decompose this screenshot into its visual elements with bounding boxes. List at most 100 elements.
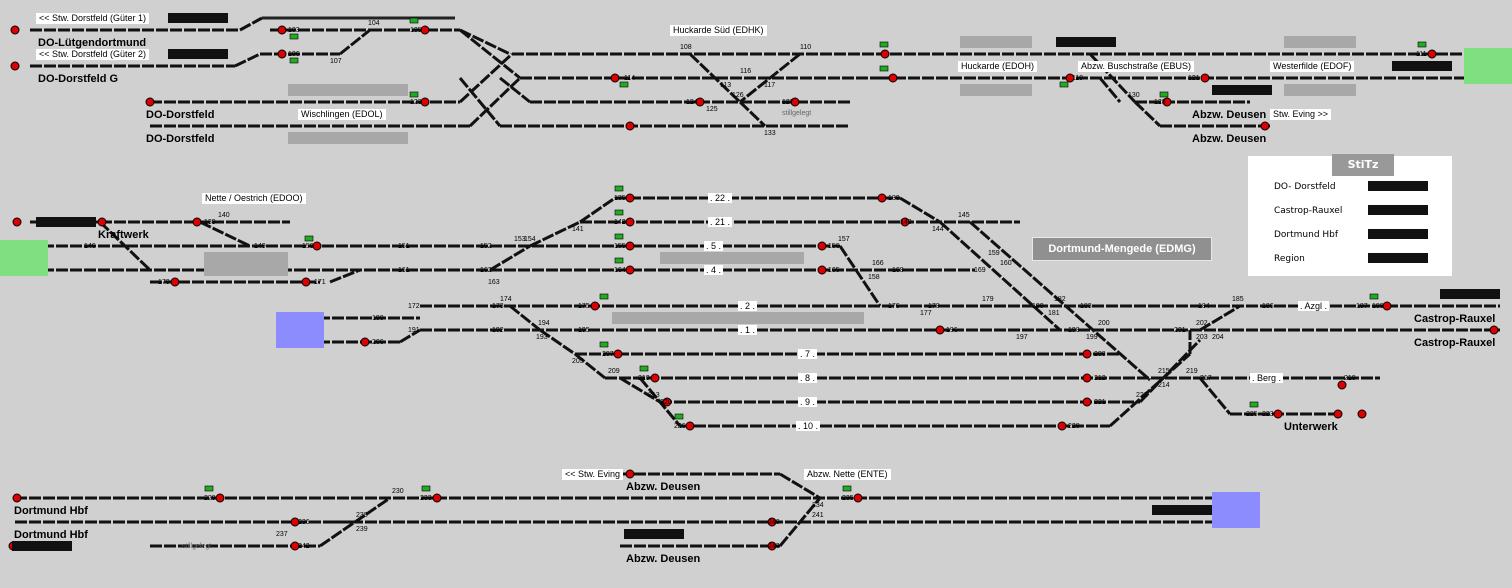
signal-number[interactable]: 218 [1344,375,1356,382]
signal-number[interactable]: 201 [1174,327,1186,334]
area-label[interactable]: << Stw. Eving [562,469,624,480]
signal-number[interactable]: 239 [356,526,368,533]
signal-number[interactable]: 209 [608,368,620,375]
signal-number[interactable]: 138 [888,195,900,202]
train-number-field[interactable] [624,529,684,539]
signal-number[interactable]: 117 [764,82,776,89]
train-number-field[interactable] [1440,289,1500,299]
signal-number[interactable]: 212 [1094,375,1106,382]
signal-number[interactable]: 116 [740,68,752,75]
signal-number[interactable]: 127 [782,99,794,106]
signal-number[interactable]: 198 [1068,327,1080,334]
signal-number[interactable]: 145 [958,212,970,219]
signal-number[interactable]: 144 [932,226,944,233]
signal-number[interactable]: 206 [372,339,384,346]
signal-number[interactable]: 220 [660,399,672,406]
signal-number[interactable]: 190 [372,315,384,322]
signal-number[interactable]: 210 [638,375,650,382]
signal-number[interactable]: 126 [732,92,744,99]
train-number-field[interactable] [1392,61,1452,71]
signal-number[interactable]: 162 [480,267,492,274]
signal-number[interactable]: 114 [624,75,636,82]
signal-number[interactable]: 177 [920,310,932,317]
signal-number[interactable]: 204 [1212,334,1224,341]
signal-number[interactable]: 108 [680,44,692,51]
signal-number[interactable]: 156 [828,243,840,250]
signal-number[interactable]: 236 [298,519,310,526]
signal-number[interactable]: 197 [1016,334,1028,341]
signal-number[interactable]: 235 [842,495,854,502]
stitz-counter[interactable] [1368,181,1428,191]
signal-number[interactable]: 146 [84,243,96,250]
signal-number[interactable]: 175 [578,303,590,310]
signal-number[interactable]: 237 [276,531,288,538]
signal-number[interactable]: 123 [410,99,422,106]
signal-number[interactable]: 225 [1246,411,1258,418]
signal-number[interactable]: 205 [572,358,584,365]
signal-number[interactable]: 194 [538,320,550,327]
signal-number[interactable]: 159 [988,250,1000,257]
train-number-field[interactable] [1212,85,1272,95]
signal-number[interactable]: 163 [488,279,500,286]
signal-number[interactable]: 187 [1356,303,1368,310]
signal-number[interactable]: 221 [1094,399,1106,406]
signal-number[interactable]: 142 [614,219,626,226]
signal-number[interactable]: 113 [720,82,732,89]
signal-number[interactable]: 143 [900,219,912,226]
signal-number[interactable]: 200 [1098,320,1110,327]
signal-number[interactable]: 240 [768,519,780,526]
signal-number[interactable]: 133 [764,130,776,137]
signal-number[interactable]: 181 [1048,310,1060,317]
signal-number[interactable]: 139 [204,219,216,226]
train-number-field[interactable] [1152,505,1212,515]
train-number-field[interactable] [168,13,228,23]
signal-number[interactable]: 222 [1136,392,1148,399]
signal-number[interactable]: 223 [1262,411,1274,418]
stitz-counter[interactable] [1368,229,1428,239]
signal-number[interactable]: 157 [838,236,850,243]
signal-number[interactable]: 103 [288,27,300,34]
signal-number[interactable]: 155 [614,243,626,250]
signal-number[interactable]: 164 [614,267,626,274]
signal-number[interactable]: 125 [706,106,718,113]
signal-number[interactable]: 173 [492,303,504,310]
train-number-field[interactable] [12,541,72,551]
signal-number[interactable]: 234 [812,502,824,509]
signal-number[interactable]: 150 [302,243,314,250]
signal-number[interactable]: 217 [1200,375,1212,382]
train-number-field[interactable] [168,49,228,59]
signal-number[interactable]: 152 [480,243,492,250]
signal-number[interactable]: 229 [204,495,216,502]
train-number-field[interactable] [1056,37,1116,47]
signal-number[interactable]: 191 [408,327,420,334]
signal-number[interactable]: 172 [408,303,420,310]
signal-number[interactable]: 226 [674,423,686,430]
signal-number[interactable]: 158 [868,274,880,281]
signal-number[interactable]: 119 [1072,75,1084,82]
train-number-field[interactable] [36,217,96,227]
signal-number[interactable]: 185 [1232,296,1244,303]
signal-number[interactable]: 214 [1158,382,1170,389]
stitz-counter[interactable] [1368,205,1428,215]
signal-number[interactable]: 165 [828,267,840,274]
signal-number[interactable]: 130 [1128,92,1140,99]
signal-number[interactable]: 154 [524,236,536,243]
signal-number[interactable]: 202 [1196,320,1208,327]
signal-number[interactable]: 166 [872,260,884,267]
signal-number[interactable]: 107 [330,58,342,65]
area-label[interactable]: << Stw. Dorstfeld (Güter 2) [36,49,150,60]
signal-number[interactable]: 124 [686,99,698,106]
signal-number[interactable]: 228 [1068,423,1080,430]
area-label[interactable]: Stw. Eving >> [1270,109,1332,120]
signal-number[interactable]: 238 [356,512,368,519]
signal-number[interactable]: 230 [392,488,404,495]
signal-number[interactable]: 186 [1262,303,1274,310]
stitz-counter[interactable] [1368,253,1428,263]
signal-number[interactable]: 203 [1196,334,1208,341]
signal-number[interactable]: 196 [946,327,958,334]
signal-number[interactable]: 242 [298,543,310,550]
signal-number[interactable]: 128 [1154,99,1166,106]
signal-number[interactable]: 151 [398,243,410,250]
signal-number[interactable]: 182 [1054,296,1066,303]
signal-number[interactable]: 153 [514,236,526,243]
